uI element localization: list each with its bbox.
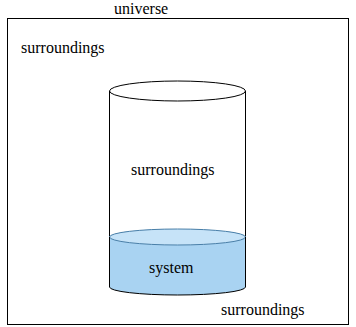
region-label: surroundings <box>221 301 305 319</box>
universe-heading: universe <box>114 0 168 18</box>
water-system: system <box>109 229 246 295</box>
beaker-shape: surroundings system <box>109 81 246 295</box>
system-label: system <box>149 259 193 277</box>
region-label: surroundings <box>131 161 215 179</box>
region-label: surroundings <box>21 39 105 57</box>
universe-box: universesurroundingssurroundingssurround… <box>7 18 349 325</box>
